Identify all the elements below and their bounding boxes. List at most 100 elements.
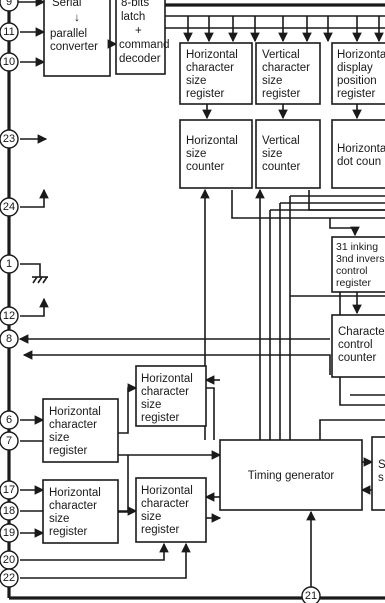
- pin-10-label: 10: [3, 56, 15, 68]
- pin-18-label: 18: [3, 505, 15, 517]
- v-char-size-register: [255, 42, 321, 105]
- wire-left1-mid: [118, 383, 138, 434]
- pin-20-label: 20: [3, 554, 15, 566]
- icr-l3: control: [336, 265, 368, 277]
- hdpr-l1: Horizonta: [337, 49, 385, 61]
- h-dot-counter: [331, 119, 385, 189]
- pin-7-label: 7: [6, 435, 12, 447]
- vcsr-l3: size: [262, 75, 282, 87]
- timing-generator: [219, 439, 363, 511]
- hcsr-l2-l2: character: [49, 500, 97, 512]
- hcsr-mid-l3: size: [141, 399, 161, 411]
- hdc-l2: dot coun: [337, 156, 381, 168]
- ground-hatch-1: [32, 276, 38, 284]
- wire-pin22: [20, 542, 191, 579]
- ground-hatch-3: [42, 276, 48, 284]
- wire-vsc-out: [308, 190, 385, 211]
- h-display-position-register: [331, 42, 385, 105]
- latch-line-4: command: [119, 39, 170, 51]
- pin-12-label: 12: [3, 310, 15, 322]
- vcsr-l2: character: [262, 62, 310, 74]
- hsc-l1: Horizontal: [186, 135, 238, 147]
- ccc-l1: Characte: [338, 326, 385, 338]
- h-char-size-register-mid: [135, 365, 207, 427]
- pin-9: 9: [0, 0, 19, 12]
- pin-24-label: 24: [3, 201, 15, 213]
- hcsr-l2-l1: Horizontal: [49, 487, 101, 499]
- wire-pin20: [20, 542, 169, 561]
- vsc-l2: size: [262, 148, 282, 160]
- hcsr-m2-l1: Horizontal: [141, 485, 193, 497]
- pin-7: 7: [0, 431, 19, 451]
- pin-22-label: 22: [3, 572, 15, 584]
- pin-19-label: 19: [3, 527, 15, 539]
- hdc-l1: Horizonta: [337, 143, 385, 155]
- ccc-l3: counter: [338, 352, 377, 364]
- wire-hsc-out: [231, 190, 385, 219]
- latch-line-3: +: [135, 25, 142, 37]
- serial-line-2: ↓: [74, 12, 80, 24]
- hcsr-top-l4: register: [186, 88, 225, 100]
- ground-hatch-2: [37, 276, 43, 284]
- pin-10: 10: [0, 52, 19, 72]
- pin-12: 12: [0, 306, 19, 326]
- hcsr-top-l1: Horizontal: [186, 49, 238, 61]
- hcsr-l1-l4: register: [49, 445, 88, 457]
- latch-decoder-block: [115, 0, 166, 75]
- wire-pin24: [20, 188, 49, 208]
- pin-17: 17: [0, 480, 19, 500]
- pin-1-label: 1: [6, 258, 12, 270]
- pin-18: 18: [0, 501, 19, 521]
- hcsr-l2-l3: size: [49, 513, 69, 525]
- pin-22: 22: [0, 568, 19, 588]
- rcb-l2: s: [378, 472, 384, 484]
- wire-mid-tg: [206, 387, 215, 440]
- h-char-size-register-left1: [42, 398, 119, 463]
- ccc-l2: control: [338, 339, 373, 351]
- wire-pin1: [20, 263, 41, 277]
- hsc-l3: counter: [186, 161, 225, 173]
- h-char-size-register-top: [179, 42, 253, 105]
- pin-21: 21: [301, 586, 321, 603]
- hcsr-mid-l2: character: [141, 386, 189, 398]
- rcb-l1: S: [378, 459, 385, 471]
- pin-11: 11: [0, 22, 19, 42]
- character-control-counter: [331, 314, 385, 378]
- pin-6-label: 6: [6, 414, 12, 426]
- vcsr-l1: Vertical: [262, 49, 300, 61]
- pin-20: 20: [0, 550, 19, 570]
- h-char-size-register-mid2: [135, 477, 207, 543]
- hcsr-l1-l3: size: [49, 432, 69, 444]
- hcsr-m2-l3: size: [141, 511, 161, 523]
- pin-6: 6: [0, 410, 19, 430]
- serial-line-4: converter: [50, 41, 98, 53]
- hsc-l2: size: [186, 148, 206, 160]
- wire-to-inking: [329, 218, 360, 237]
- pin-23-label: 23: [3, 133, 15, 145]
- latch-line-5: decoder: [119, 53, 161, 65]
- pin-8: 8: [0, 329, 19, 349]
- pin-17-label: 17: [3, 484, 15, 496]
- serial-line-1: Serial: [52, 0, 81, 9]
- hcsr-top-l3: size: [186, 75, 206, 87]
- right-cut-block: [371, 436, 385, 511]
- icr-l2: 3nd invers: [336, 253, 384, 265]
- hdpr-l4: register: [337, 88, 376, 100]
- pin-24: 24: [0, 197, 19, 217]
- vsc-l1: Vertical: [262, 135, 300, 147]
- latch-line-2: latch: [121, 11, 145, 23]
- pin-21-label: 21: [305, 590, 317, 602]
- h-size-counter: [179, 119, 253, 189]
- wire-left2-up: [118, 455, 129, 513]
- pin-19: 19: [0, 523, 19, 543]
- pin-23: 23: [0, 129, 19, 149]
- serial-parallel-converter-block: [43, 0, 111, 77]
- h-char-size-register-left2: [42, 479, 119, 544]
- latch-line-1: 8-bits: [121, 0, 149, 9]
- wire-pin12: [20, 297, 49, 317]
- wire-return-top: [22, 350, 331, 375]
- pin-11-label: 11: [3, 26, 14, 38]
- inking-control-register: [331, 236, 385, 293]
- hcsr-l1-l2: character: [49, 419, 97, 431]
